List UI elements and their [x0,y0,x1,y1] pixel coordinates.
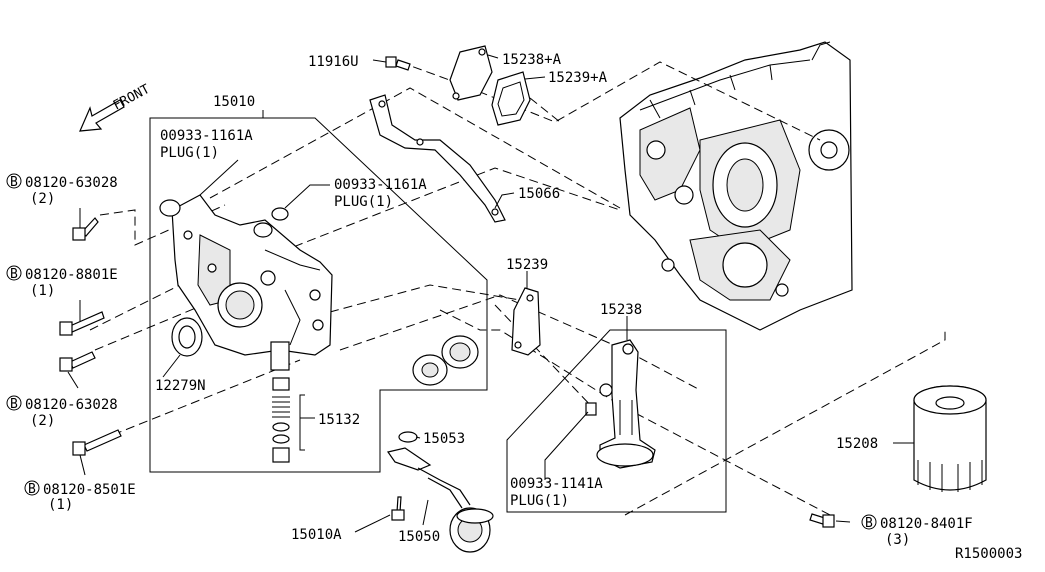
bolt-3-qty: (2) [30,413,55,429]
label-15053: 15053 [423,431,465,447]
bolt-marker-5: B [865,516,873,531]
front-label: FRONT [111,82,153,114]
bolt-label-4: B 08120-8501E (1) [24,480,136,513]
bolt-b2-icon [69,311,105,333]
bolt-11916u-head-icon [385,56,397,68]
oil-filter [913,385,987,492]
label-15239a: 15239+A [548,70,608,86]
label-15010a: 15010A [291,527,342,543]
oil-seal-12279n [171,317,203,357]
gasket-15239a [491,71,531,126]
label-plug3-code: 00933-1141A [510,476,603,492]
relief-valve-stack [270,341,315,463]
bolt-label-5: B 08120-8401F (3) [861,514,973,548]
bolt-b4-icon [83,429,122,452]
bolt-5-code: 08120-8401F [880,516,973,532]
bolt-label-2: B 08120-8801E (1) [6,265,118,299]
bolt-b4-head-icon [72,441,86,456]
timing-cover-gasket [369,94,506,223]
bolt-3-code: 08120-63028 [25,397,118,413]
bolt-4-qty: (1) [48,497,73,513]
label-11916u: 11916U [308,54,359,70]
gasket-15238a [449,45,493,101]
bolt-b1-head-icon [72,227,86,241]
oil-strainer [387,447,494,553]
bolt-2-qty: (1) [30,283,55,299]
bolt-label-1: B 08120-63028 (2) [6,173,118,207]
label-12279n: 12279N [155,378,206,394]
bolt-marker-3: B [10,397,18,412]
label-15066: 15066 [518,186,560,202]
bolt-b3-head-icon [59,357,73,372]
bolt-label-3: B 08120-63028 (2) [6,395,118,429]
oil-pump-group-box [149,110,488,473]
bolt-labels: B 08120-63028 (2) B 08120-8801E (1) B 08… [6,173,973,548]
label-15238a: 15238+A [502,52,562,68]
bolt-15010a-head-icon [391,509,405,521]
bolt-b5-head-icon [822,514,835,528]
label-plug2-code: 00933-1161A [334,177,427,193]
oil-filter-bracket-box [506,329,727,513]
bolt-b3-icon [69,351,96,369]
bolt-marker-1: B [10,175,18,190]
label-15208: 15208 [836,436,878,452]
label-15050: 15050 [398,529,440,545]
label-15010: 15010 [213,94,255,110]
label-15132: 15132 [318,412,360,428]
bolt-icons [59,56,835,528]
label-plug1-name: PLUG(1) [160,145,219,161]
bolt-marker-4: B [28,482,36,497]
bolt-5-qty: (3) [885,532,910,548]
bolt-marker-2: B [10,267,18,282]
plug-15053 [398,431,418,443]
gasket-15239 [511,287,541,356]
label-15239: 15239 [506,257,548,273]
oil-filter-bracket [596,339,656,469]
label-15238: 15238 [600,302,642,318]
bolt-4-code: 08120-8501E [43,482,136,498]
reference-code: R1500003 [955,546,1022,562]
bolt-1-code: 08120-63028 [25,175,118,191]
engine-block [619,41,853,331]
bolt-b2-head-icon [59,321,73,336]
bolt-2-code: 08120-8801E [25,267,118,283]
part-labels: 15010 11916U 15238+A 15239+A 00933-1161A… [155,52,1022,562]
label-plug3-name: PLUG(1) [510,493,569,509]
front-arrow: FRONT [79,82,153,132]
label-plug1-code: 00933-1161A [160,128,253,144]
bolt-1-qty: (2) [30,191,55,207]
leader-lines [67,54,914,533]
oil-pump-body [159,194,333,356]
dashed-guide-lines [89,61,946,516]
oil-pump-gears [412,335,479,386]
bolt-11916u-icon [395,59,411,71]
plug-00933-1141a [585,402,597,416]
label-plug2-name: PLUG(1) [334,194,393,210]
